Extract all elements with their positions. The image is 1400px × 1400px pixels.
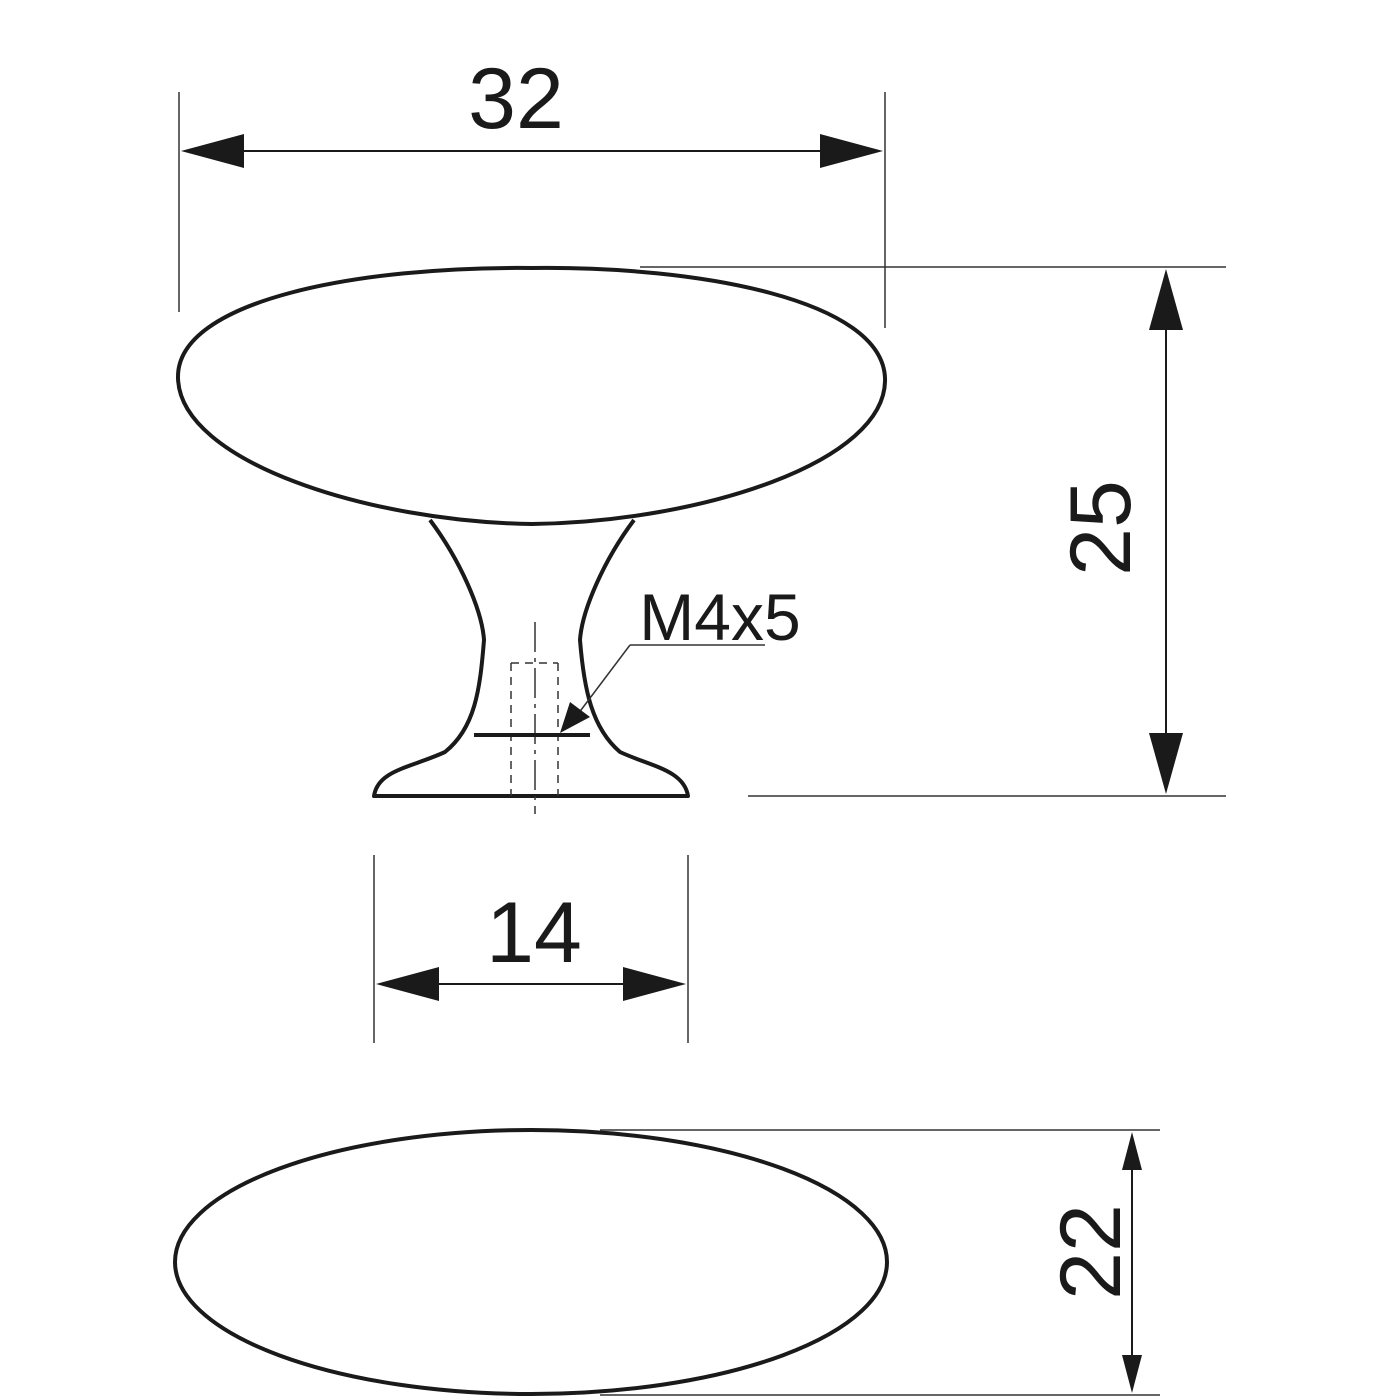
dimension-base: 14	[373, 855, 689, 1043]
arrow-down	[1122, 1355, 1142, 1393]
top-view-outline	[173, 1128, 889, 1396]
arrow-up	[1122, 1132, 1142, 1170]
arrow-up	[1149, 269, 1183, 330]
thread-callout: M4x5	[560, 580, 801, 733]
dimension-width: 32	[178, 51, 886, 328]
arrow-down	[1149, 733, 1183, 794]
depth-label: 22	[1043, 1204, 1139, 1300]
knob-stem-outline	[372, 518, 690, 798]
dimension-depth: 22	[600, 1129, 1160, 1396]
knob-head-outline	[175, 265, 888, 526]
thread-label: M4x5	[639, 580, 800, 654]
leader-arrow	[560, 702, 590, 733]
width-label: 32	[468, 51, 564, 147]
base-label: 14	[486, 885, 582, 981]
arrow-right	[623, 967, 686, 1001]
knob-side-view	[175, 265, 888, 814]
dimension-height: 25	[640, 266, 1226, 797]
leader-diagonal	[574, 644, 631, 719]
arrow-left	[181, 134, 244, 168]
height-label: 25	[1053, 480, 1149, 576]
knob-top-view	[173, 1128, 889, 1396]
arrow-right	[820, 134, 883, 168]
arrow-left	[376, 967, 439, 1001]
